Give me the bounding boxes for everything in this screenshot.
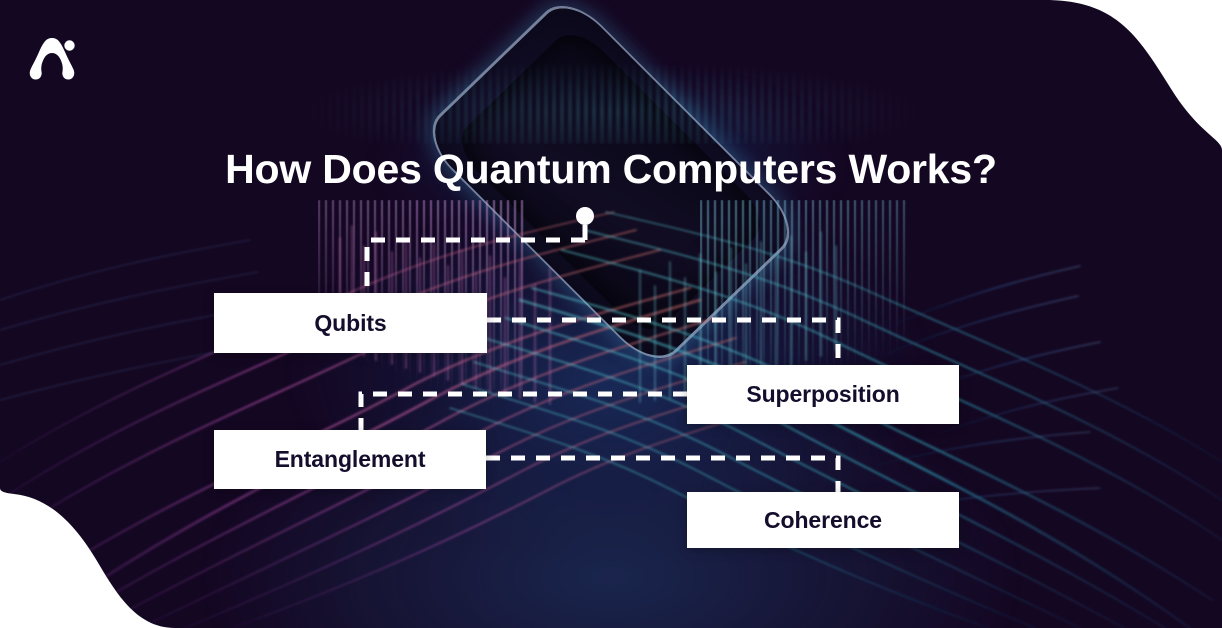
logo-dot-icon — [64, 40, 74, 50]
brand-logo[interactable] — [24, 32, 80, 86]
root-node-dot-icon — [576, 207, 594, 225]
logo-a-shape — [30, 38, 75, 80]
connector-qubits-to-superposition — [487, 320, 838, 365]
connector-root-to-qubits — [367, 240, 585, 293]
node-card-coherence[interactable]: Coherence — [687, 492, 959, 548]
chip-pins-top — [241, 64, 981, 144]
node-card-entanglement[interactable]: Entanglement — [214, 430, 486, 489]
page-title: How Does Quantum Computers Works? — [225, 146, 997, 192]
connector-superposition-to-entanglement — [361, 394, 687, 430]
node-card-superposition[interactable]: Superposition — [687, 365, 959, 424]
node-card-qubits[interactable]: Qubits — [214, 293, 487, 353]
connector-entanglement-to-coherence — [486, 458, 838, 492]
